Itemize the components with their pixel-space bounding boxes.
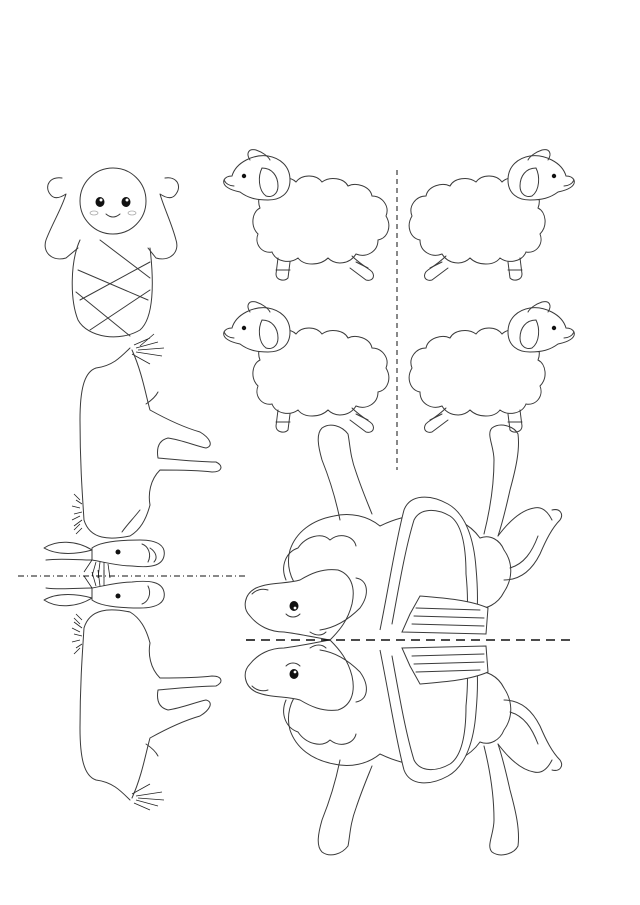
sheep-icon xyxy=(223,149,390,281)
donkey-icon xyxy=(43,569,222,811)
sheep-icon xyxy=(223,301,390,433)
donkey-icon xyxy=(43,347,222,579)
sheep-icon xyxy=(408,301,575,433)
camel-icon xyxy=(244,424,563,641)
swaddled-baby-icon xyxy=(44,167,179,365)
sheep-icon xyxy=(408,149,575,281)
camel-icon xyxy=(244,639,563,856)
